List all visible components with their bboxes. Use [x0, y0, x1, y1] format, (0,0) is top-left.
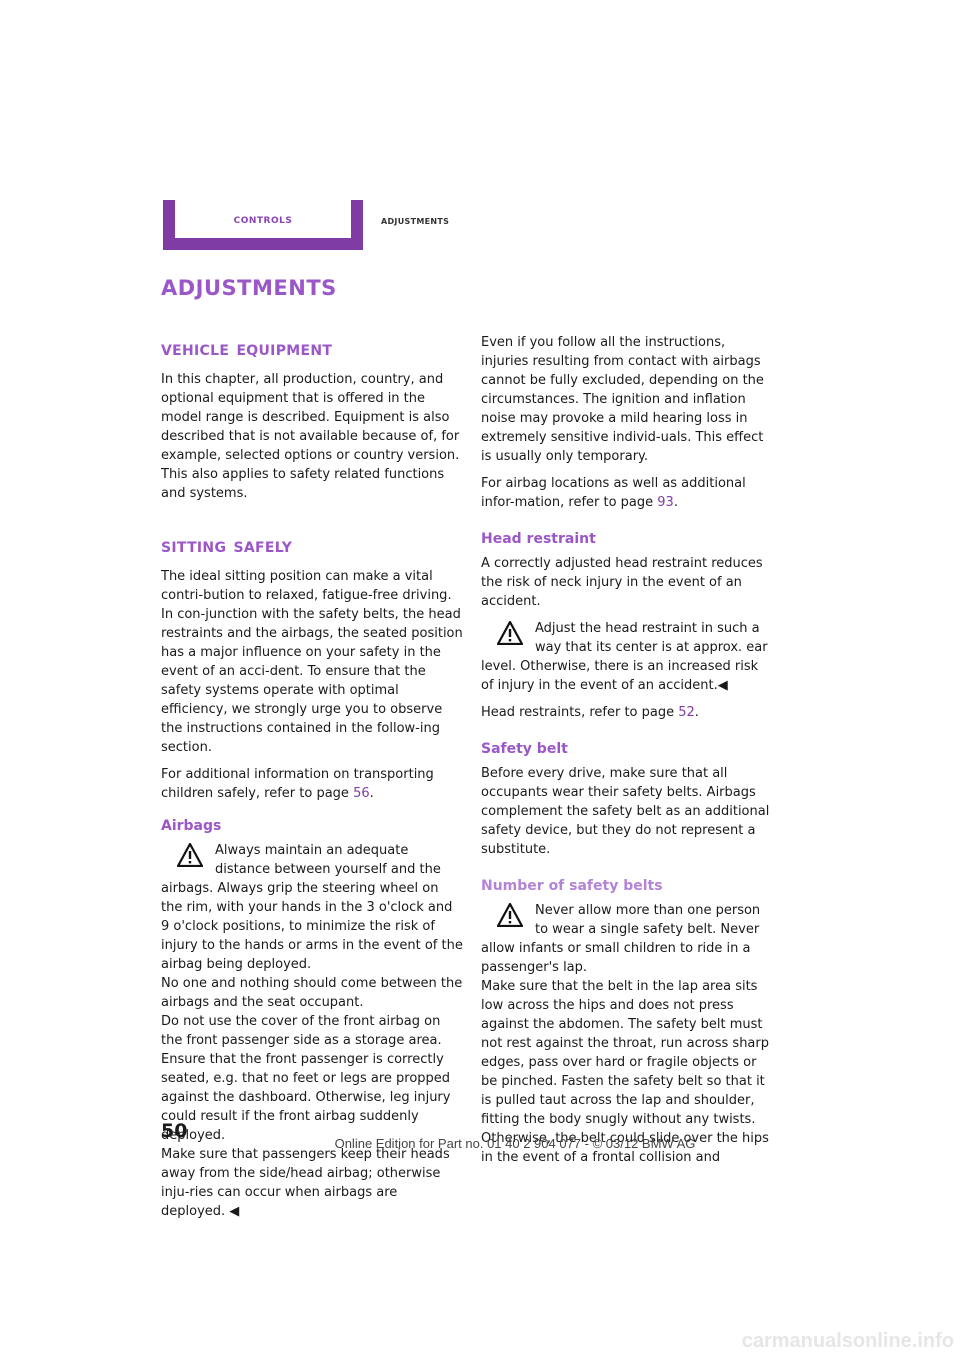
airbags-warning-line-4: Make sure that passengers keep their hea… — [161, 1147, 450, 1219]
page-link-93[interactable]: 93 — [657, 495, 674, 510]
sitting-safely-text: The ideal sitting position can make a vi… — [161, 569, 463, 755]
watermark: carmanualsonline.info — [741, 1330, 954, 1352]
period: . — [694, 705, 699, 720]
warning-icon — [497, 621, 523, 645]
warning-icon — [177, 843, 203, 867]
page-link-56[interactable]: 56 — [353, 786, 370, 801]
airbags-warning: Always maintain an adequate distance bet… — [161, 841, 463, 1221]
safety-belt-text: Before every drive, make sure that all o… — [481, 766, 770, 857]
page-number: 50 — [161, 1120, 188, 1142]
chapter-tab-label: Controls — [233, 212, 293, 227]
page-link-52[interactable]: 52 — [678, 705, 695, 720]
heading-head-restraint: Head restraint — [481, 531, 596, 547]
chapter-tab: Controls — [163, 200, 363, 250]
left-column: Vehicle equipment In this chapter, all p… — [161, 336, 463, 1229]
period: . — [673, 495, 678, 510]
vehicle-equipment-text: In this chapter, all production, country… — [161, 372, 460, 501]
end-mark: ◀ — [229, 1204, 240, 1219]
heading-safety-belt: Safety belt — [481, 741, 568, 757]
children-ref-text: For additional information on transporti… — [161, 767, 434, 801]
heading-airbags: Airbags — [161, 818, 222, 834]
warning-icon — [497, 903, 523, 927]
heading-vehicle-equipment: Vehicle equipment — [161, 336, 333, 360]
period: . — [369, 786, 374, 801]
airbag-locations-text: For airbag locations as well as addition… — [481, 476, 746, 510]
airbags-warning-line-2: No one and nothing should come between t… — [161, 976, 463, 1010]
number-of-belts-warning-line-1: Never allow more than one person to wear… — [481, 903, 761, 975]
edition-note: Online Edition for Part no. 01 40 2 904 … — [334, 1136, 696, 1151]
airbags-warning-line-1: Always maintain an adequate distance bet… — [161, 843, 463, 972]
section-label: Adjustments — [381, 214, 450, 227]
number-of-belts-warning-line-2: Make sure that the belt in the lap area … — [481, 979, 769, 1165]
airbags-warning-line-4-wrap: Make sure that passengers keep their hea… — [161, 1145, 463, 1221]
page-title: Adjustments — [161, 268, 337, 303]
airbags-warning-line-3: Do not use the cover of the front airbag… — [161, 1014, 451, 1143]
head-restraint-warning-text: Adjust the head restraint in such a way … — [481, 621, 768, 693]
airbags-continued-text: Even if you follow all the instructions,… — [481, 335, 764, 464]
head-restraint-warning: Adjust the head restraint in such a way … — [481, 619, 773, 695]
number-of-belts-warning: Never allow more than one person to wear… — [481, 901, 773, 1167]
right-column: Even if you follow all the instructions,… — [481, 333, 773, 1175]
head-restraint-ref-paragraph: Head restraints, refer to page 52. — [481, 703, 773, 722]
head-restraint-ref-text: Head restraints, refer to page — [481, 705, 679, 720]
heading-number-of-safety-belts: Number of safety belts — [481, 878, 663, 894]
children-ref-paragraph: For additional information on transporti… — [161, 765, 463, 803]
heading-sitting-safely: Sitting safely — [161, 533, 293, 557]
end-mark: ◀ — [717, 678, 728, 693]
airbag-locations-paragraph: For airbag locations as well as addition… — [481, 474, 773, 512]
head-restraint-text: A correctly adjusted head restraint redu… — [481, 556, 763, 609]
